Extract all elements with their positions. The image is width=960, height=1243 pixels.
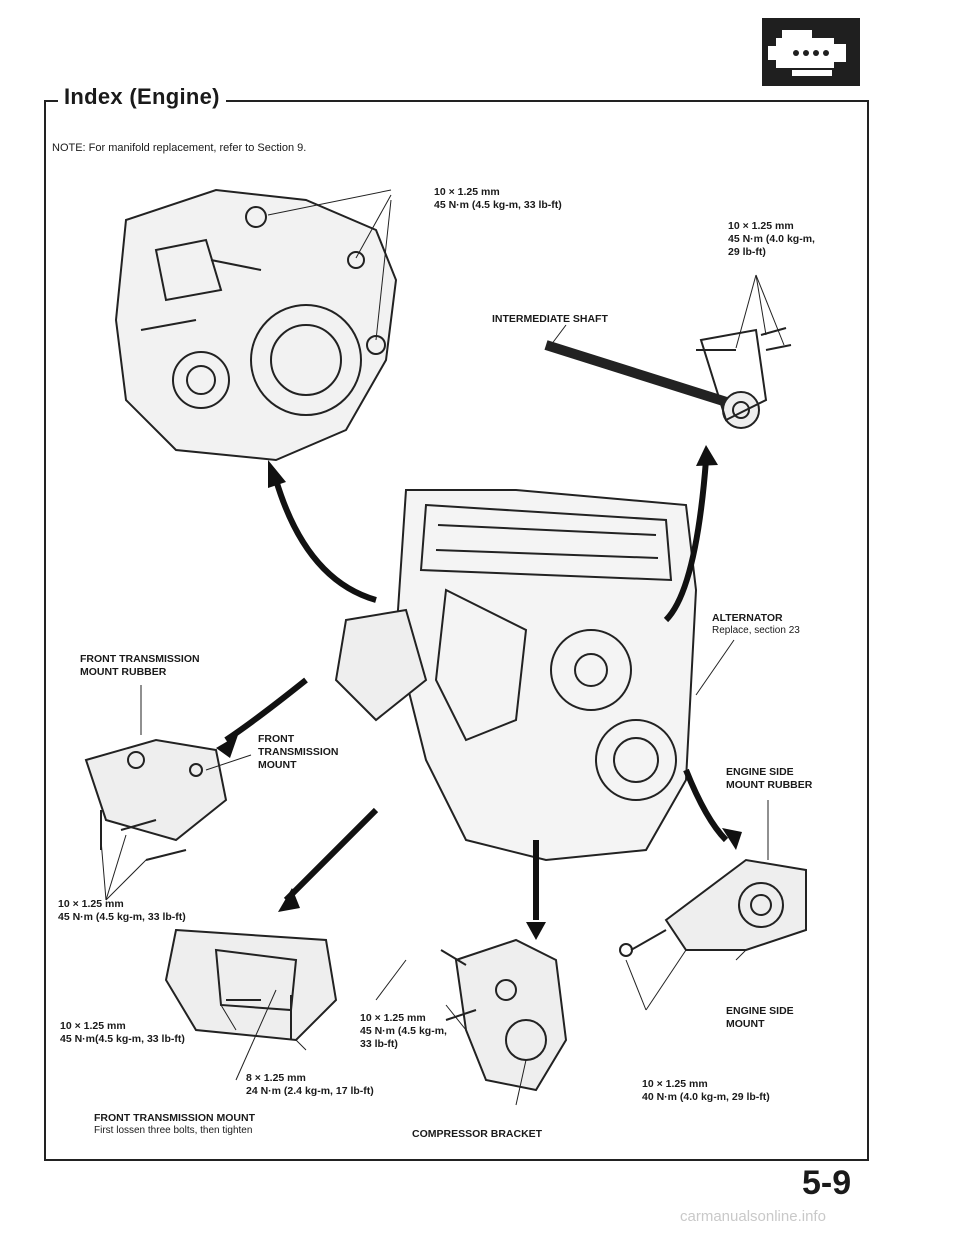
transmission-housing: [114, 188, 398, 462]
front-trans-mount-rubber-label-1: FRONT TRANSMISSION: [80, 653, 200, 665]
center-bolts-torque-2: 33 lb-ft): [360, 1038, 398, 1050]
right-bolts-torque: 40 N·m (4.0 kg-m, 29 lb-ft): [642, 1091, 770, 1103]
front-trans-mount-bottom-note: First lossen three bolts, then tighten: [94, 1125, 253, 1136]
front-trans-mount-bottom-label: FRONT TRANSMISSION MOUNT: [94, 1112, 255, 1124]
left-bolts-size: 10 × 1.25 mm: [58, 898, 124, 910]
engine-side-mount-rubber-label-1: ENGINE SIDE: [726, 766, 794, 778]
engine-side-mount: [619, 858, 807, 957]
alternator-label: ALTERNATOR: [712, 612, 783, 624]
right-bolts-size: 10 × 1.25 mm: [642, 1078, 708, 1090]
page-title: Index (Engine): [58, 84, 226, 110]
engine-side-mount-label-1: ENGINE SIDE: [726, 1005, 794, 1017]
engine-side-mount-label-2: MOUNT: [726, 1018, 765, 1030]
front-transmission-mount-rubber: [84, 738, 228, 861]
compressor-bracket-label: COMPRESSOR BRACKET: [412, 1128, 543, 1140]
center-bolts-size: 10 × 1.25 mm: [360, 1012, 426, 1024]
front-trans-mount-label-2: TRANSMISSION: [258, 746, 339, 758]
left-bolts-torque: 45 N·m (4.5 kg-m, 33 lb-ft): [58, 911, 186, 923]
top-bolts-torque: 45 N·m (4.5 kg-m, 33 lb-ft): [434, 199, 562, 211]
lower-left-bolts-size: 10 × 1.25 mm: [60, 1020, 126, 1032]
shaft-bolts-torque-1: 45 N·m (4.0 kg-m,: [728, 233, 815, 245]
lower-left-bolts-torque: 45 N·m(4.5 kg-m, 33 lb-ft): [60, 1033, 185, 1045]
small-bolt-size: 8 × 1.25 mm: [246, 1072, 306, 1084]
alternator-note: Replace, section 23: [712, 625, 800, 636]
center-bolts-torque-1: 45 N·m (4.5 kg-m,: [360, 1025, 447, 1037]
shaft-bolts-size: 10 × 1.25 mm: [728, 220, 794, 232]
intermediate-shaft-label: INTERMEDIATE SHAFT: [492, 313, 608, 325]
engine-illustration: [84, 188, 807, 1106]
front-trans-mount-label-3: MOUNT: [258, 759, 297, 771]
small-bolt-torque: 24 N·m (2.4 kg-m, 17 lb-ft): [246, 1085, 374, 1097]
engine-icon: [762, 18, 860, 86]
page-number: 5-9: [802, 1164, 852, 1202]
shaft-bolts-torque-2: 29 lb-ft): [728, 246, 766, 258]
engine-block: [334, 489, 698, 862]
intermediate-shaft: [544, 327, 792, 429]
front-trans-mount-rubber-label-2: MOUNT RUBBER: [80, 666, 167, 678]
compressor-bracket: [440, 938, 568, 1092]
manifold-note: NOTE: For manifold replacement, refer to…: [52, 142, 307, 154]
footer-watermark[interactable]: carmanualsonline.info: [680, 1208, 826, 1225]
diagram-frame: [44, 100, 869, 1161]
front-transmission-mount: [164, 928, 338, 1042]
top-bolts-size: 10 × 1.25 mm: [434, 186, 500, 198]
front-trans-mount-label-1: FRONT: [258, 733, 295, 745]
engine-side-mount-rubber-label-2: MOUNT RUBBER: [726, 779, 813, 791]
